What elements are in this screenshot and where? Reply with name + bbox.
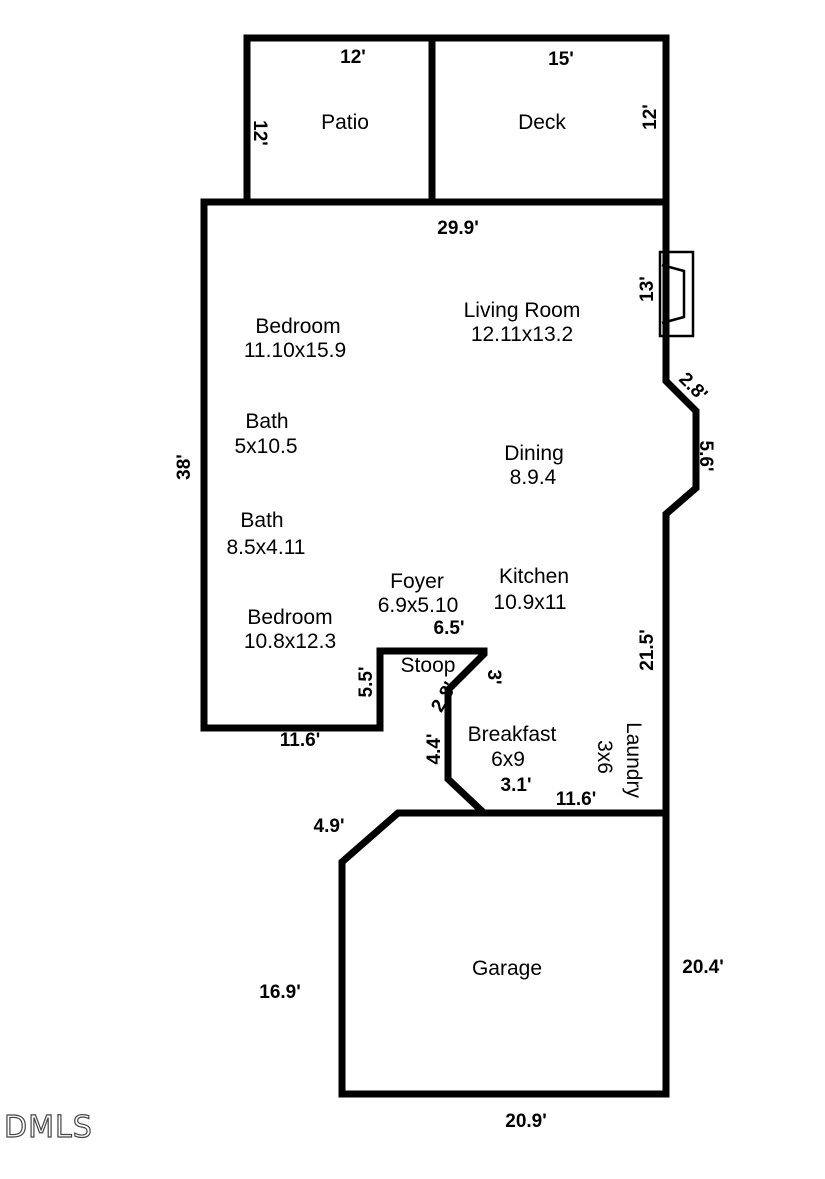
room-dining-name: Dining [504, 442, 564, 465]
garage-outline [338, 809, 670, 1098]
room-bath-1-size: 5x10.5 [234, 435, 297, 458]
room-patio-name: Patio [321, 111, 369, 134]
dim-deck-width: 15' [548, 49, 574, 70]
room-laundry-size: 3x6 [593, 740, 616, 774]
room-laundry-name: Laundry [622, 722, 645, 798]
dim-stoop-right: 3' [483, 669, 504, 684]
room-living-room-name: Living Room [464, 299, 581, 322]
room-kitchen-name: Kitchen [499, 565, 569, 588]
room-bedroom-1-name: Bedroom [255, 315, 340, 338]
dim-step-bottom: 3.1' [501, 775, 532, 796]
dim-right-lower: 21.5' [637, 629, 658, 671]
dim-house-left: 38' [174, 454, 195, 480]
fireplace-hearth [661, 263, 686, 325]
dim-step-down: 4.4' [424, 734, 445, 765]
room-bath-2-size: 8.5x4.11 [226, 536, 305, 559]
room-breakfast-size: 6x9 [491, 748, 525, 771]
dim-patio-width: 12' [340, 47, 366, 68]
dim-deck-depth: 12' [640, 104, 661, 130]
room-living-room-size: 12.11x13.2 [471, 323, 573, 346]
room-kitchen-size: 10.9x11 [493, 591, 566, 614]
dmls-logo: DMLS [4, 1110, 93, 1145]
house-outline [200, 198, 700, 817]
room-bedroom-1-size: 11.10x15.9 [244, 339, 346, 362]
dim-patio-depth: 12' [249, 120, 270, 146]
dim-garage-angle: 4.9' [314, 816, 345, 837]
room-bath-2-name: Bath [240, 509, 283, 532]
dim-garage-left: 16.9' [259, 982, 301, 1003]
dim-stoop-left: 5.5' [356, 667, 377, 698]
patio-deck-outline [243, 34, 670, 206]
fireplace-box [658, 250, 695, 338]
room-labels: Patio Deck Living Room 12.11x13.2 Bedroo… [226, 111, 645, 980]
dim-fireplace: 13' [637, 276, 658, 302]
room-bedroom-2-name: Bedroom [247, 606, 332, 629]
room-deck-name: Deck [518, 111, 566, 134]
room-bedroom-2-size: 10.8x12.3 [244, 630, 336, 653]
dim-garage-bottom: 20.9' [505, 1111, 547, 1132]
walls [200, 34, 700, 1098]
fireplace [658, 250, 695, 338]
room-dining-size: 8.9.4 [510, 466, 557, 489]
room-breakfast-name: Breakfast [468, 723, 557, 746]
room-foyer-size: 6.9x5.10 [378, 594, 459, 617]
dim-bottom-left: 11.6' [280, 730, 320, 751]
dim-stoop-top: 6.5' [434, 618, 465, 639]
dimension-labels: 12' 12' 15' 12' 29.9' 13' 2.8' 5.6' 38' … [174, 47, 724, 1132]
dim-laundry-wall: 11.6' [556, 789, 596, 810]
room-stoop-name: Stoop [401, 654, 456, 677]
dim-house-top: 29.9' [437, 218, 479, 239]
room-foyer-name: Foyer [390, 570, 444, 593]
dim-garage-right: 20.4' [682, 957, 724, 978]
room-garage-name: Garage [472, 957, 542, 980]
room-bath-1-name: Bath [245, 410, 288, 433]
dim-bump-out: 5.6' [695, 441, 716, 472]
